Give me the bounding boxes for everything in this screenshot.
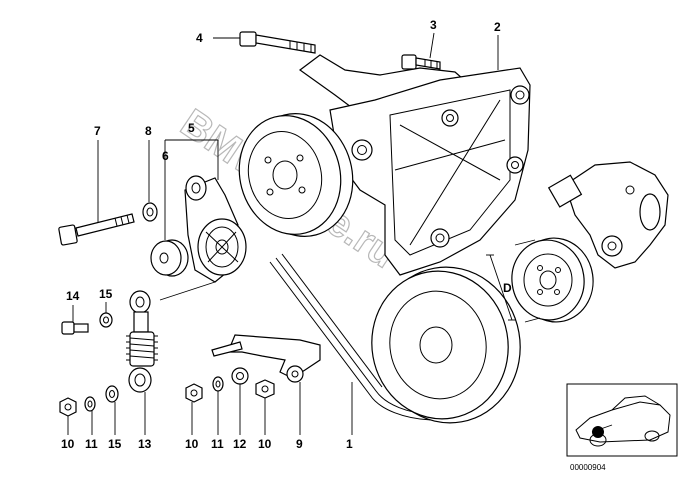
bolt-3 [401, 54, 441, 70]
callout-3: 3 [430, 18, 437, 32]
tensioner-pulley-5 [184, 175, 247, 283]
bolt-7 [58, 213, 135, 246]
nut-10-middle [185, 383, 203, 403]
callout-13: 13 [138, 437, 152, 451]
callout-7: 7 [94, 124, 101, 138]
small-pulley [486, 237, 594, 323]
water-pump [547, 161, 669, 269]
nut-10-left [59, 397, 77, 417]
roller-6 [150, 239, 189, 277]
shock-absorber-13 [126, 290, 158, 393]
callout-10-right: 10 [258, 437, 272, 451]
callout-2: 2 [494, 20, 501, 34]
dimension-label-d: D [503, 281, 512, 295]
washer-15-lower [105, 385, 119, 403]
callout-8: 8 [145, 124, 152, 138]
bracket-arm-9 [211, 334, 321, 383]
callout-15-lower: 15 [108, 437, 122, 451]
washer-12 [231, 367, 249, 385]
washer-11-left [84, 396, 96, 412]
callout-4: 4 [196, 31, 203, 45]
callout-15-upper: 15 [99, 287, 113, 301]
car-location-inset [566, 383, 678, 457]
callout-11-left: 11 [85, 437, 98, 451]
callout-9: 9 [296, 437, 303, 451]
callout-5: 5 [188, 121, 195, 135]
washer-8 [142, 202, 158, 222]
reference-number: 00000904 [570, 463, 606, 472]
callout-14: 14 [66, 289, 80, 303]
callout-12: 12 [233, 437, 247, 451]
washer-15-upper [99, 312, 113, 328]
mounting-bracket [298, 54, 531, 276]
washer-11-right [212, 376, 224, 392]
callout-6: 6 [162, 149, 169, 163]
callout-10-left: 10 [61, 437, 75, 451]
callout-11-right: 11 [211, 437, 224, 451]
nut-10-right [255, 379, 275, 399]
engine-location-marker [592, 426, 604, 438]
bolt-14 [61, 321, 89, 335]
callout-10-middle: 10 [185, 437, 199, 451]
callout-1: 1 [346, 437, 353, 451]
leader-lines [67, 32, 499, 435]
pump-pulley [238, 113, 354, 237]
crankshaft-pulley [371, 266, 521, 424]
bolt-4 [239, 31, 316, 54]
